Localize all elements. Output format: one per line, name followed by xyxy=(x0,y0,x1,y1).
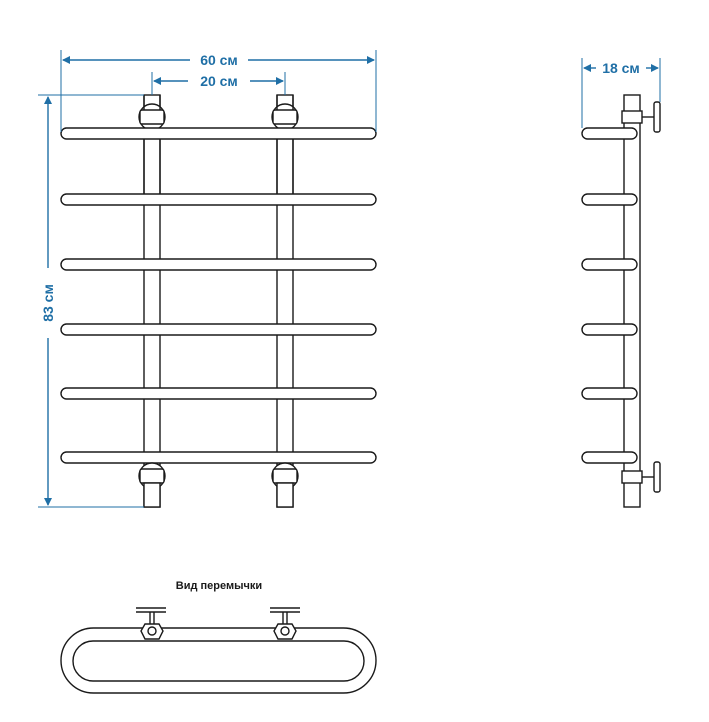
bridge-view xyxy=(60,607,377,694)
side-rung-3 xyxy=(581,258,638,271)
side-rung-6 xyxy=(581,451,638,464)
side-rung-2 xyxy=(581,193,638,206)
front-view xyxy=(60,94,377,508)
rung-6 xyxy=(60,451,377,464)
height-label: 83 см xyxy=(40,284,56,322)
rung-2 xyxy=(60,193,377,206)
rung-5 xyxy=(60,387,377,400)
bottom-left-fitting xyxy=(138,462,166,508)
left-collector xyxy=(143,94,161,508)
spacing-label: 20 см xyxy=(200,73,238,89)
rung-3 xyxy=(60,258,377,271)
bridge-outer-loop xyxy=(60,627,377,694)
height-dimension: 83 см xyxy=(38,94,144,508)
bottom-right-fitting xyxy=(271,462,299,508)
bridge-caption: Вид перемычки xyxy=(176,580,262,592)
top-left-fitting xyxy=(138,95,166,131)
top-right-fitting xyxy=(271,95,299,131)
rung-1 xyxy=(60,127,377,140)
bridge-inner-loop xyxy=(72,640,365,682)
width-dimension: 60 см xyxy=(60,50,377,132)
rung-4 xyxy=(60,323,377,336)
side-rung-1 xyxy=(581,127,638,140)
side-rung-4 xyxy=(581,323,638,336)
depth-dimension: 18 см xyxy=(581,58,661,128)
side-view xyxy=(581,94,661,508)
width-label: 60 см xyxy=(200,52,238,68)
right-collector xyxy=(276,94,294,508)
side-top-bracket xyxy=(621,101,661,133)
side-rung-5 xyxy=(581,387,638,400)
bridge-left-valve xyxy=(136,607,166,640)
depth-label: 18 см xyxy=(602,60,640,76)
side-bottom-bracket xyxy=(621,461,661,493)
side-collector xyxy=(623,94,641,508)
spacing-dimension: 20 см xyxy=(151,72,286,95)
bridge-right-valve xyxy=(270,607,300,640)
